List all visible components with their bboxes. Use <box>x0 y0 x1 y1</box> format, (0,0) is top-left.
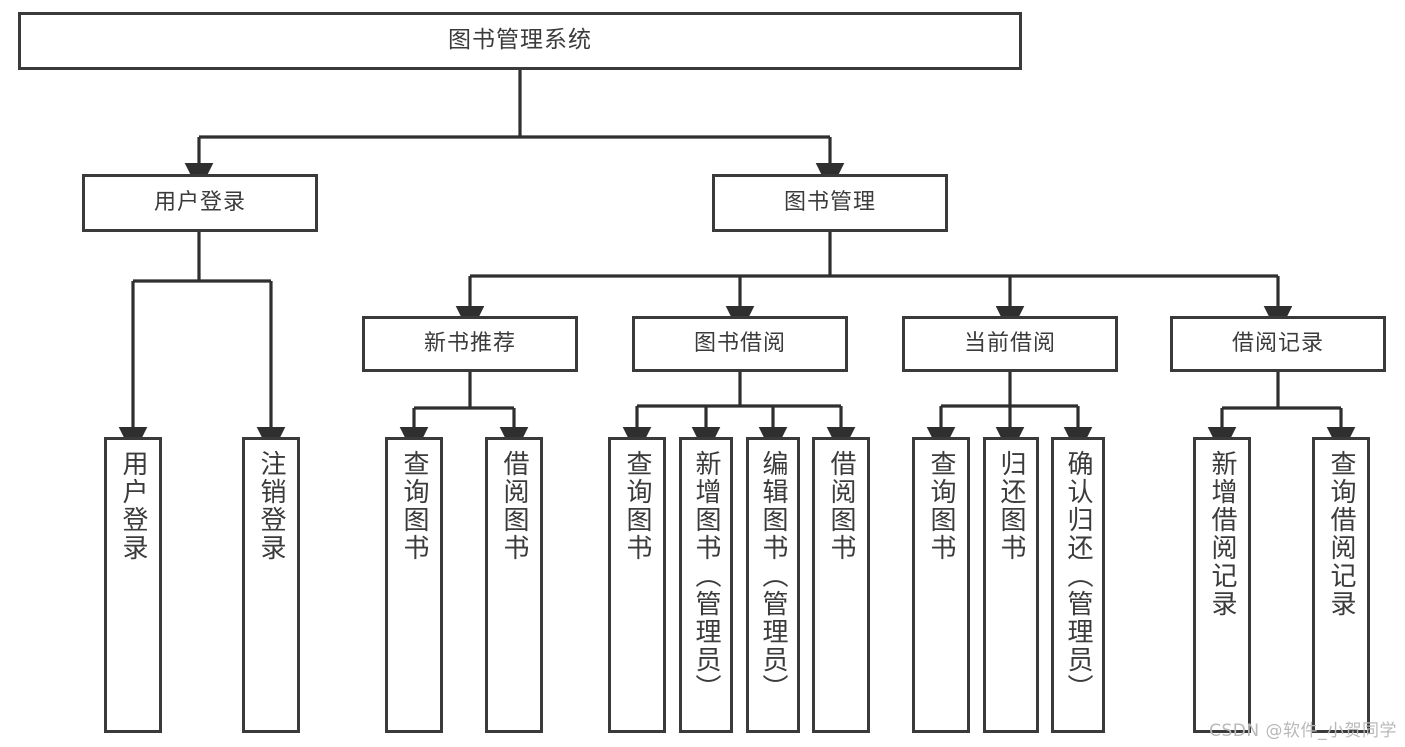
node-book-management[interactable]: 图书管理 <box>712 174 948 232</box>
leaf-current-borrow-query-book[interactable]: 查询图书 <box>912 437 970 733</box>
node-label: 图书借阅 <box>693 331 786 357</box>
leaf-current-borrow-confirm-return-admin[interactable]: 确认归还（管理员） <box>1051 437 1105 733</box>
leaf-book-borrow-edit-book-admin[interactable]: 编辑图书（管理员） <box>746 437 800 733</box>
leaf-current-borrow-return-book[interactable]: 归还图书 <box>983 437 1039 733</box>
leaf-book-borrow-add-book-admin[interactable]: 新增图书（管理员） <box>679 437 733 733</box>
node-label: 新增图书（管理员） <box>691 450 721 702</box>
node-label: 用户登录 <box>153 190 246 216</box>
leaf-borrow-record-query-record[interactable]: 查询借阅记录 <box>1312 437 1370 733</box>
node-label: 用户登录 <box>118 450 148 562</box>
leaf-borrow-record-add-record[interactable]: 新增借阅记录 <box>1193 437 1251 733</box>
node-book-borrow[interactable]: 图书借阅 <box>632 316 848 372</box>
leaf-new-book-query-book[interactable]: 查询图书 <box>385 437 443 733</box>
node-label: 新书推荐 <box>423 331 516 357</box>
leaf-user-login-login[interactable]: 用户登录 <box>104 437 162 733</box>
node-label: 确认归还（管理员） <box>1063 450 1093 702</box>
node-user-login[interactable]: 用户登录 <box>82 174 318 232</box>
node-label: 当前借阅 <box>963 331 1056 357</box>
node-label: 图书管理 <box>783 190 876 216</box>
node-label: 查询借阅记录 <box>1326 450 1356 618</box>
node-label: 借阅图书 <box>826 450 856 562</box>
node-label: 借阅图书 <box>499 450 529 562</box>
node-root-book-management-system[interactable]: 图书管理系统 <box>18 12 1022 70</box>
leaf-new-book-borrow-book[interactable]: 借阅图书 <box>485 437 543 733</box>
leaf-book-borrow-query-book[interactable]: 查询图书 <box>608 437 666 733</box>
node-label: 查询图书 <box>399 450 429 562</box>
leaf-user-login-logout[interactable]: 注销登录 <box>242 437 300 733</box>
node-label: 查询图书 <box>622 450 652 562</box>
node-new-book-recommend[interactable]: 新书推荐 <box>362 316 578 372</box>
csdn-watermark: CSDN @软件_小贺同学 <box>1209 721 1397 741</box>
node-label: 编辑图书（管理员） <box>758 450 788 702</box>
node-label: 新增借阅记录 <box>1207 450 1237 618</box>
node-current-borrow[interactable]: 当前借阅 <box>902 316 1118 372</box>
node-label: 查询图书 <box>926 450 956 562</box>
node-borrow-record[interactable]: 借阅记录 <box>1170 316 1386 372</box>
node-label: 借阅记录 <box>1231 331 1324 357</box>
leaf-book-borrow-borrow-book[interactable]: 借阅图书 <box>812 437 870 733</box>
node-label: 归还图书 <box>996 450 1026 562</box>
node-label: 图书管理系统 <box>448 27 592 54</box>
node-label: 注销登录 <box>256 450 286 562</box>
